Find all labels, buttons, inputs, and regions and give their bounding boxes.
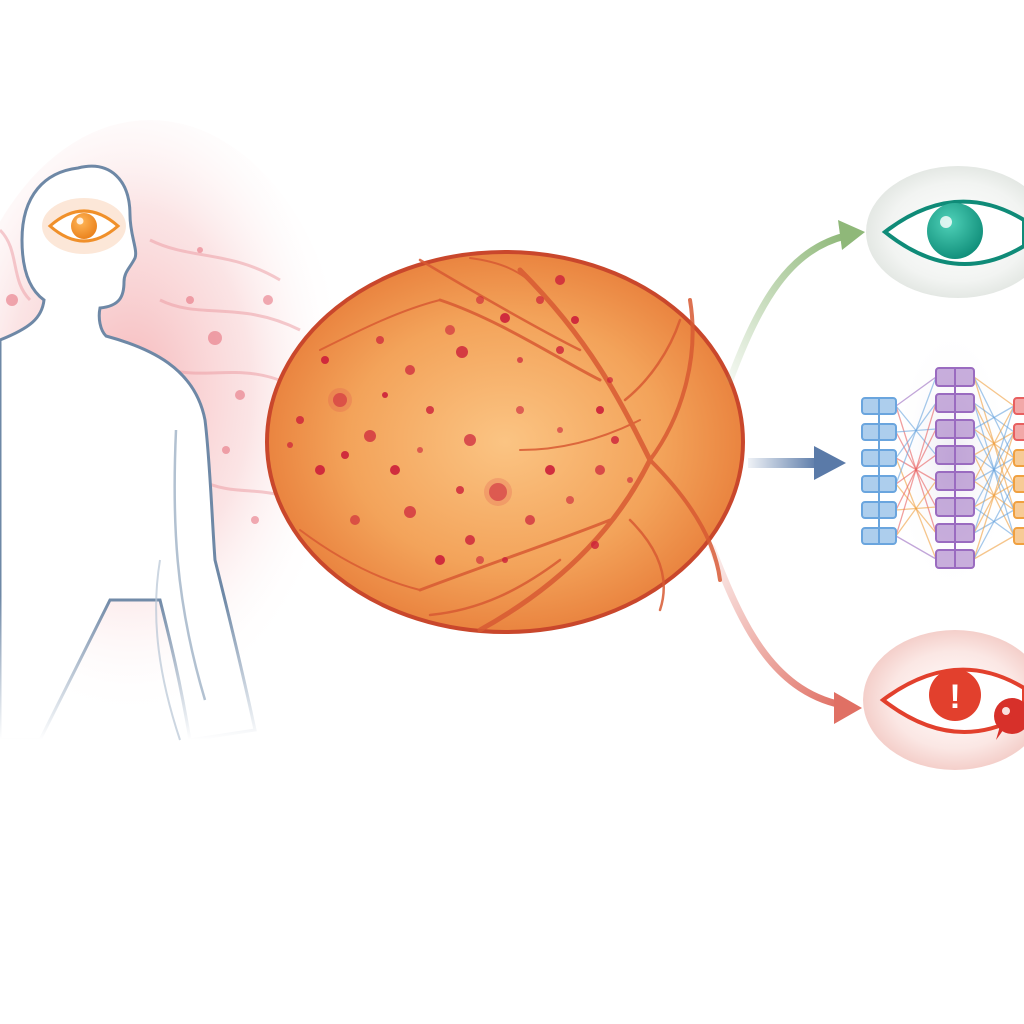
- torso-contour: [155, 559, 181, 741]
- eye-in-head-icon: [42, 198, 126, 254]
- nn-node: [1013, 397, 1024, 415]
- nn-node: [1013, 449, 1024, 467]
- hemorrhage-spot: [502, 557, 508, 563]
- hemorrhage-spot: [596, 406, 604, 414]
- nn-node: [1013, 423, 1024, 441]
- human-silhouette-icon: [0, 164, 257, 742]
- retina-disc: [265, 250, 745, 634]
- hemorrhage-spots: [287, 275, 633, 565]
- hemorrhage-spot: [555, 275, 565, 285]
- hemorrhage-spot: [517, 357, 523, 363]
- hemorrhage-halo: [484, 478, 512, 506]
- hemorrhage-spot: [557, 427, 563, 433]
- arrow-to-alert-eye: [708, 544, 862, 724]
- hemorrhage-spot: [489, 483, 507, 501]
- hemorrhage-spot: [536, 296, 544, 304]
- hemorrhage-spot: [566, 496, 574, 504]
- nn-node: [861, 475, 897, 493]
- nn-node: [935, 523, 975, 543]
- nn-node: [861, 501, 897, 519]
- nn-nodes: [861, 367, 1024, 569]
- arm-contour: [173, 429, 207, 701]
- hemorrhage-spot: [525, 515, 535, 525]
- neural-network-icon: [861, 325, 1024, 595]
- nn-node: [935, 549, 975, 569]
- hemorrhage-spot: [591, 541, 599, 549]
- nn-link: [973, 405, 1015, 430]
- hemorrhage-spot: [571, 316, 579, 324]
- nn-node: [1013, 501, 1024, 519]
- hemorrhage-spot: [456, 486, 464, 494]
- retinal-fundus-icon: [265, 250, 745, 634]
- hemorrhage-spot: [445, 325, 455, 335]
- hemorrhage-spot: [341, 451, 349, 459]
- hemorrhage-spot: [595, 465, 605, 475]
- nn-node: [935, 419, 975, 439]
- hemorrhage-spot: [556, 346, 564, 354]
- nn-link: [973, 405, 1015, 482]
- nn-node: [861, 449, 897, 467]
- arrow-to-healthy-eye: [726, 220, 865, 384]
- healthy-iris: [927, 203, 983, 259]
- hemorrhage-spot: [350, 515, 360, 525]
- hemorrhage-spot: [364, 430, 376, 442]
- nn-node: [935, 471, 975, 491]
- nn-link: [895, 376, 937, 485]
- hemorrhage-spot: [476, 296, 484, 304]
- hemorrhage-spot: [627, 477, 633, 483]
- retina-vessels: [299, 257, 722, 633]
- hemorrhage-spot: [500, 313, 510, 323]
- nn-link: [895, 402, 937, 537]
- healthy-eye-icon: [866, 166, 1024, 298]
- hemorrhage-spot: [296, 416, 304, 424]
- nn-node: [861, 527, 897, 545]
- hemorrhage-spot: [376, 336, 384, 344]
- nn-node: [935, 445, 975, 465]
- nn-link: [973, 483, 1015, 560]
- hemorrhage-spot: [287, 442, 293, 448]
- nn-link: [895, 376, 937, 407]
- hemorrhage-spot: [405, 365, 415, 375]
- nn-link: [973, 376, 1015, 407]
- hemorrhage-spot: [545, 465, 555, 475]
- nn-node: [861, 397, 897, 415]
- hemorrhage-spot: [390, 465, 400, 475]
- nn-link: [973, 535, 1015, 560]
- nn-node: [1013, 527, 1024, 545]
- nn-node: [861, 423, 897, 441]
- hemorrhage-spot: [611, 436, 619, 444]
- hemorrhage-spot: [456, 346, 468, 358]
- hemorrhage-spot: [464, 434, 476, 446]
- nn-node: [1013, 475, 1024, 493]
- hemorrhage-halo: [328, 388, 352, 412]
- nn-link: [973, 431, 1015, 560]
- hemorrhage-spot: [435, 555, 445, 565]
- nn-link: [895, 535, 937, 560]
- hemorrhage-spot: [404, 506, 416, 518]
- hemorrhage-spot: [607, 377, 613, 383]
- hemorrhage-spot: [426, 406, 434, 414]
- hemorrhage-spot: [321, 356, 329, 364]
- hemorrhage-spot: [516, 406, 524, 414]
- hemorrhage-spot: [465, 535, 475, 545]
- hemorrhage-spot: [315, 465, 325, 475]
- hemorrhage-spot: [382, 392, 388, 398]
- nn-node: [935, 497, 975, 517]
- arrow-to-neural-network: [748, 446, 846, 480]
- hemorrhage-spot: [333, 393, 347, 407]
- nn-node: [935, 367, 975, 387]
- hemorrhage-spot: [476, 556, 484, 564]
- nn-link: [895, 480, 937, 537]
- patient-figure: [0, 120, 350, 742]
- nn-node: [935, 393, 975, 413]
- alert-badge-mark: !: [949, 678, 960, 716]
- eye-warning-icon: !: [863, 630, 1024, 770]
- nn-link: [973, 405, 1015, 534]
- hemorrhage-spot: [417, 447, 423, 453]
